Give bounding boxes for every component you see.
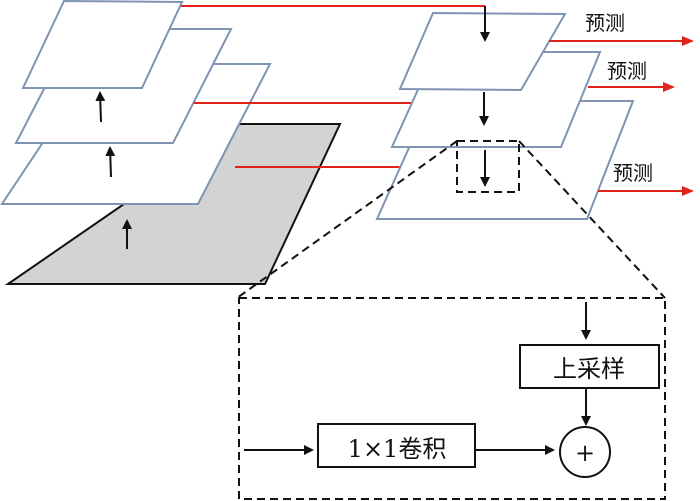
zoom-cone-left — [236, 140, 458, 299]
prediction-label-3: 预测 — [613, 161, 653, 185]
zoom-cone-right — [518, 140, 666, 299]
detail-box-frame — [238, 297, 666, 500]
conv-1x1-block — [317, 423, 476, 468]
output-layer-1 — [398, 11, 567, 92]
upward-arrow-layer-3 — [105, 146, 116, 178]
prediction-label-1: 预测 — [585, 11, 625, 35]
highlight-region — [456, 140, 520, 193]
detail-box: 上采样 1×1卷积 + — [244, 302, 660, 478]
feature-layer-1 — [21, 0, 184, 89]
upsample-block — [519, 344, 660, 389]
conv-1x1-label: 1×1卷积 — [348, 435, 447, 463]
upsample-label: 上采样 — [553, 355, 625, 383]
add-symbol: + — [575, 439, 595, 467]
elementwise-add-node — [559, 426, 611, 478]
upward-arrow-layer-2 — [95, 91, 106, 123]
zoom-highlight — [236, 140, 666, 500]
prediction-label-2: 预测 — [607, 59, 647, 83]
bottom-up-pathway — [0, 0, 342, 285]
top-down-pathway: 预测 预测 预测 — [375, 6, 694, 220]
